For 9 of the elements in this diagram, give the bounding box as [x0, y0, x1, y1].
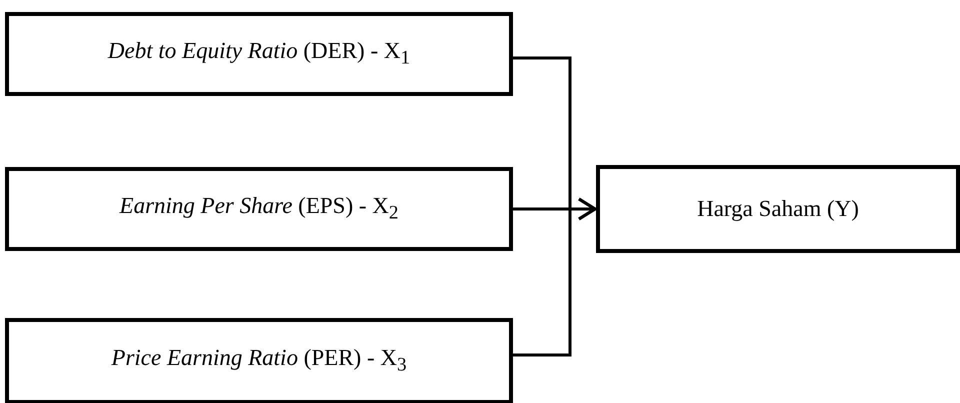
box-label: Price Earning Ratio (PER) - X$_{3}$ — [111, 345, 407, 377]
box-label: Debt to Equity Ratio (DER) - X$_{1}$ — [108, 38, 410, 70]
process-box — [5, 318, 513, 403]
box-label: Earning Per Share (EPS) - X$_{2}$ — [120, 193, 398, 225]
process-box — [596, 165, 960, 253]
connector-arrow — [513, 198, 596, 356]
process-box — [5, 12, 513, 96]
process-box — [5, 167, 513, 251]
box-label: Harga Saham (Y) — [697, 196, 859, 222]
